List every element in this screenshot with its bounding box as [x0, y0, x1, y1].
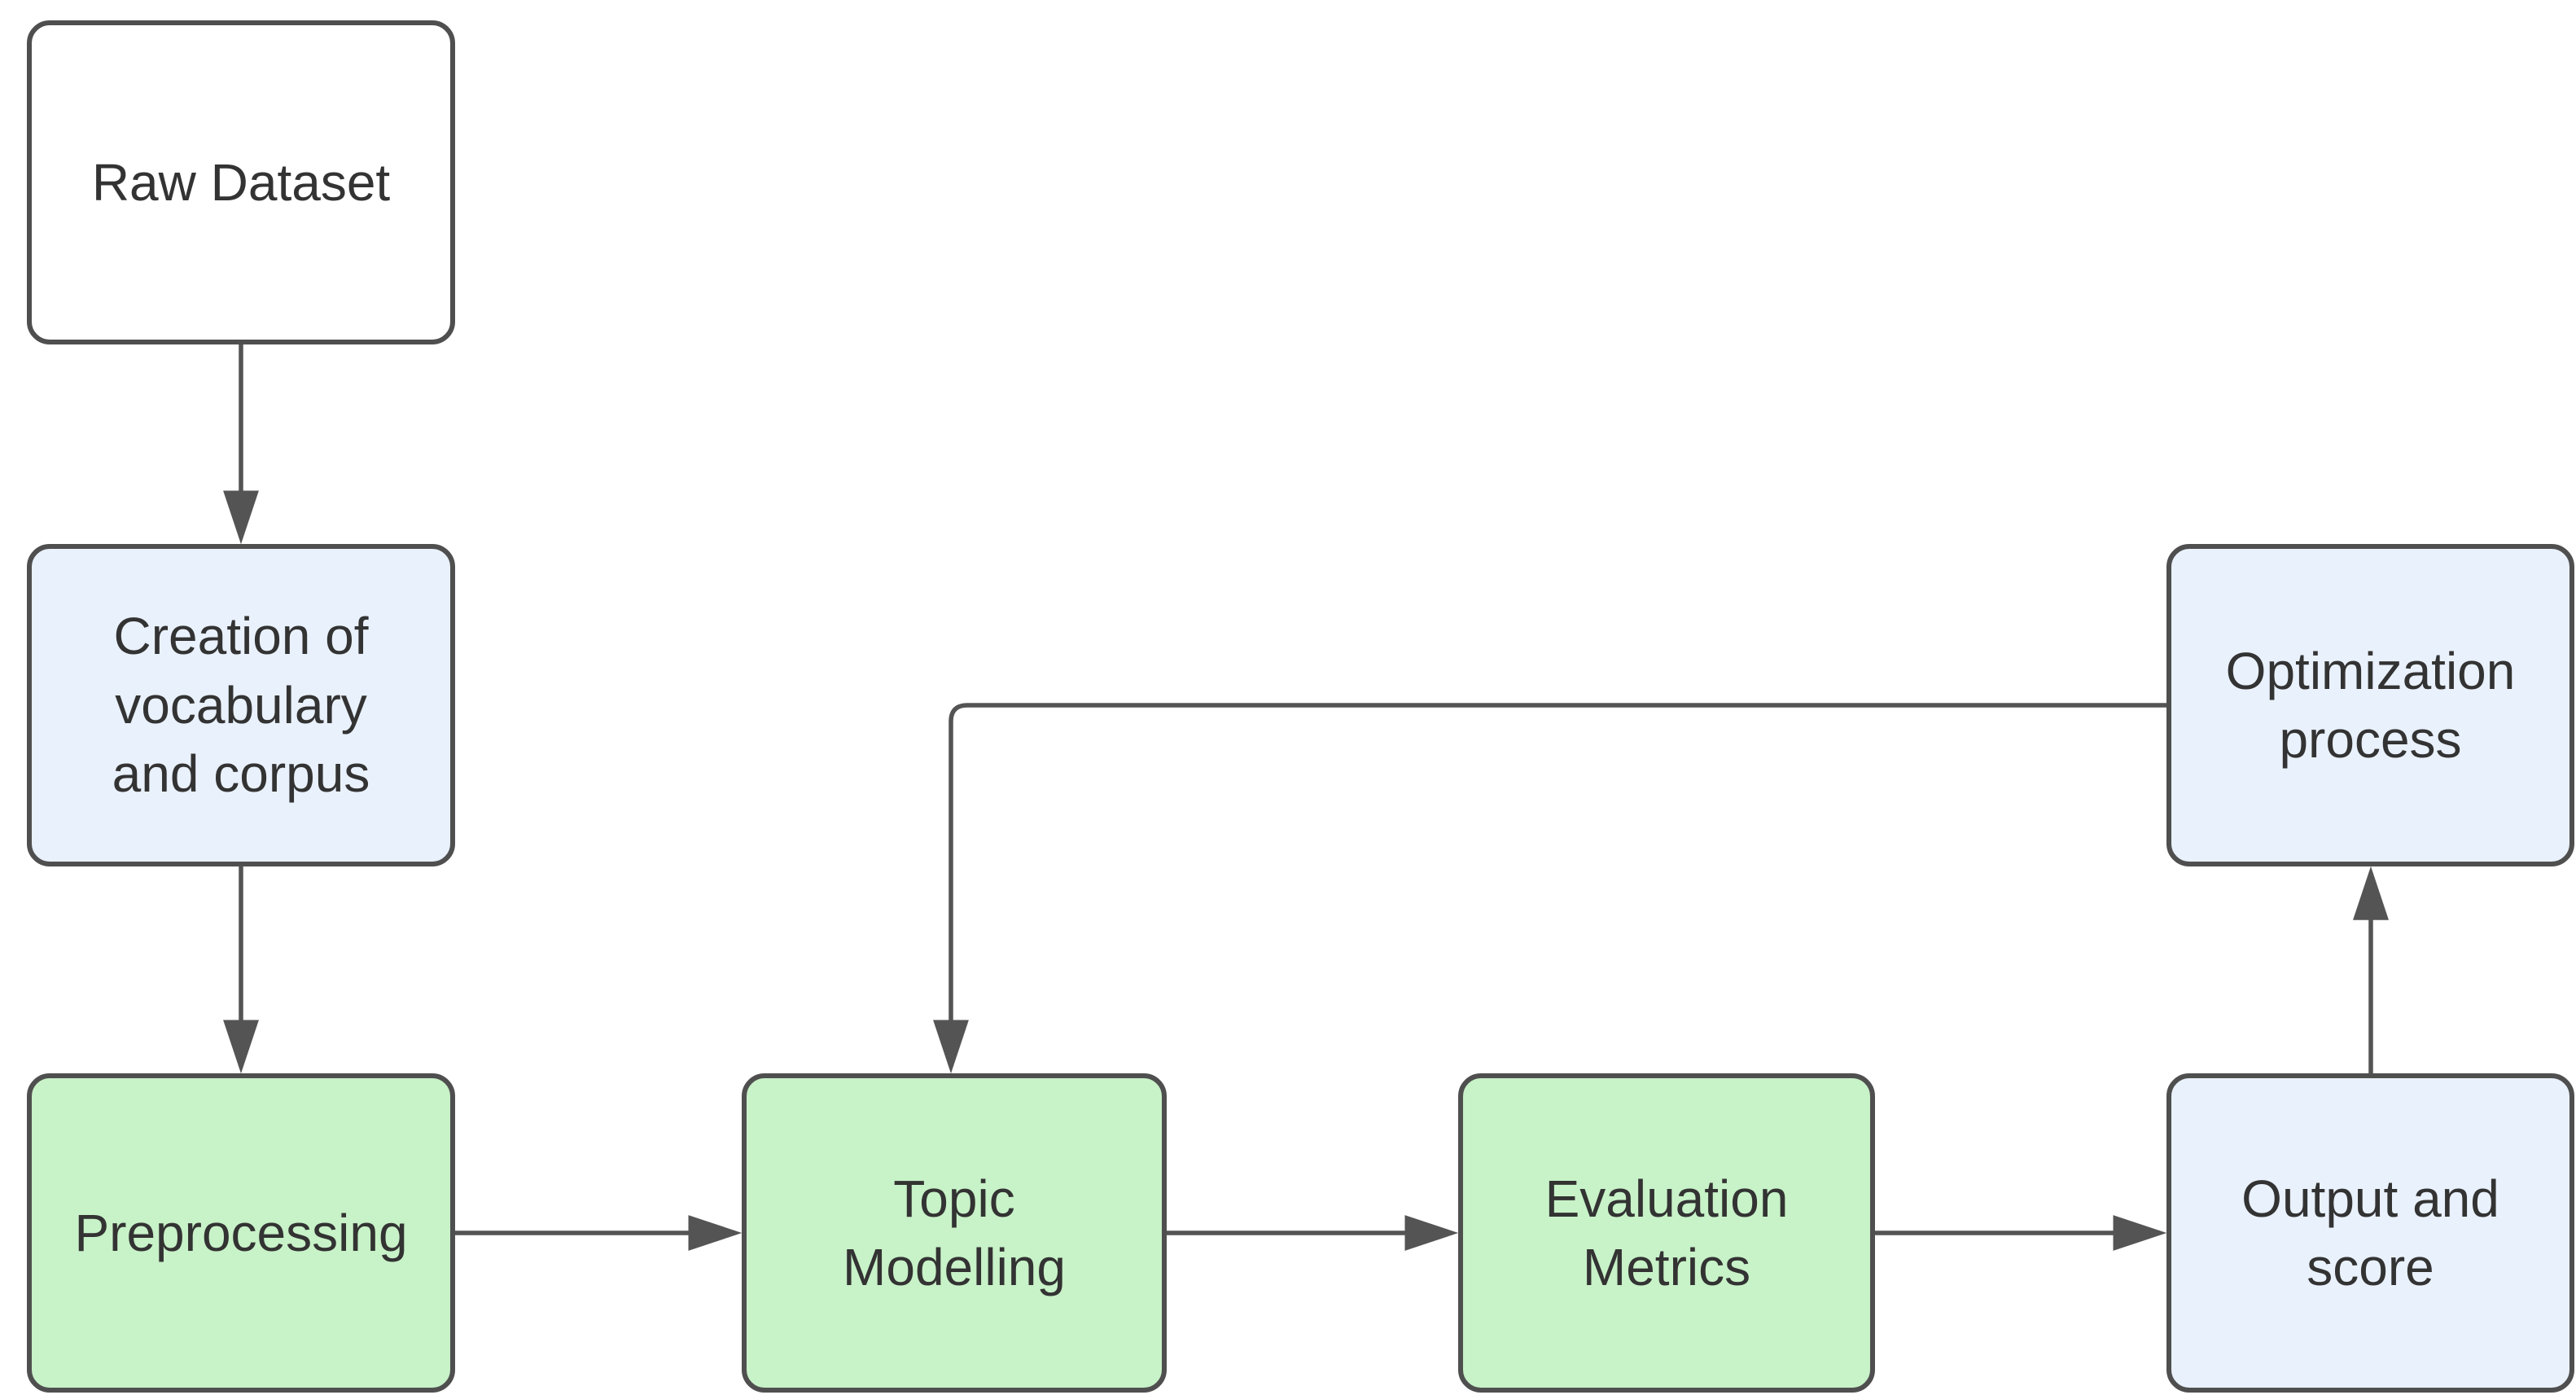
node-label: Evaluation Metrics [1544, 1169, 1789, 1296]
node-preprocessing: Preprocessing [27, 1073, 455, 1393]
node-label: Topic Modelling [843, 1169, 1066, 1296]
node-label: Optimization process [2225, 641, 2516, 769]
node-output-and-score: Output and score [2166, 1073, 2574, 1393]
node-creation-of-vocabulary-and-corpus: Creation of vocabulary and corpus [27, 544, 455, 866]
node-label: Creation of vocabulary and corpus [112, 607, 370, 804]
node-topic-modelling: Topic Modelling [742, 1073, 1167, 1393]
node-optimization-process: Optimization process [2166, 544, 2574, 866]
node-evaluation-metrics: Evaluation Metrics [1458, 1073, 1875, 1393]
edge-optimization-to-topic [933, 703, 2166, 1074]
node-label: Raw Dataset [91, 152, 391, 212]
node-raw-dataset: Raw Dataset [27, 20, 455, 344]
node-label: Output and score [2241, 1169, 2499, 1296]
node-label: Preprocessing [74, 1203, 408, 1262]
